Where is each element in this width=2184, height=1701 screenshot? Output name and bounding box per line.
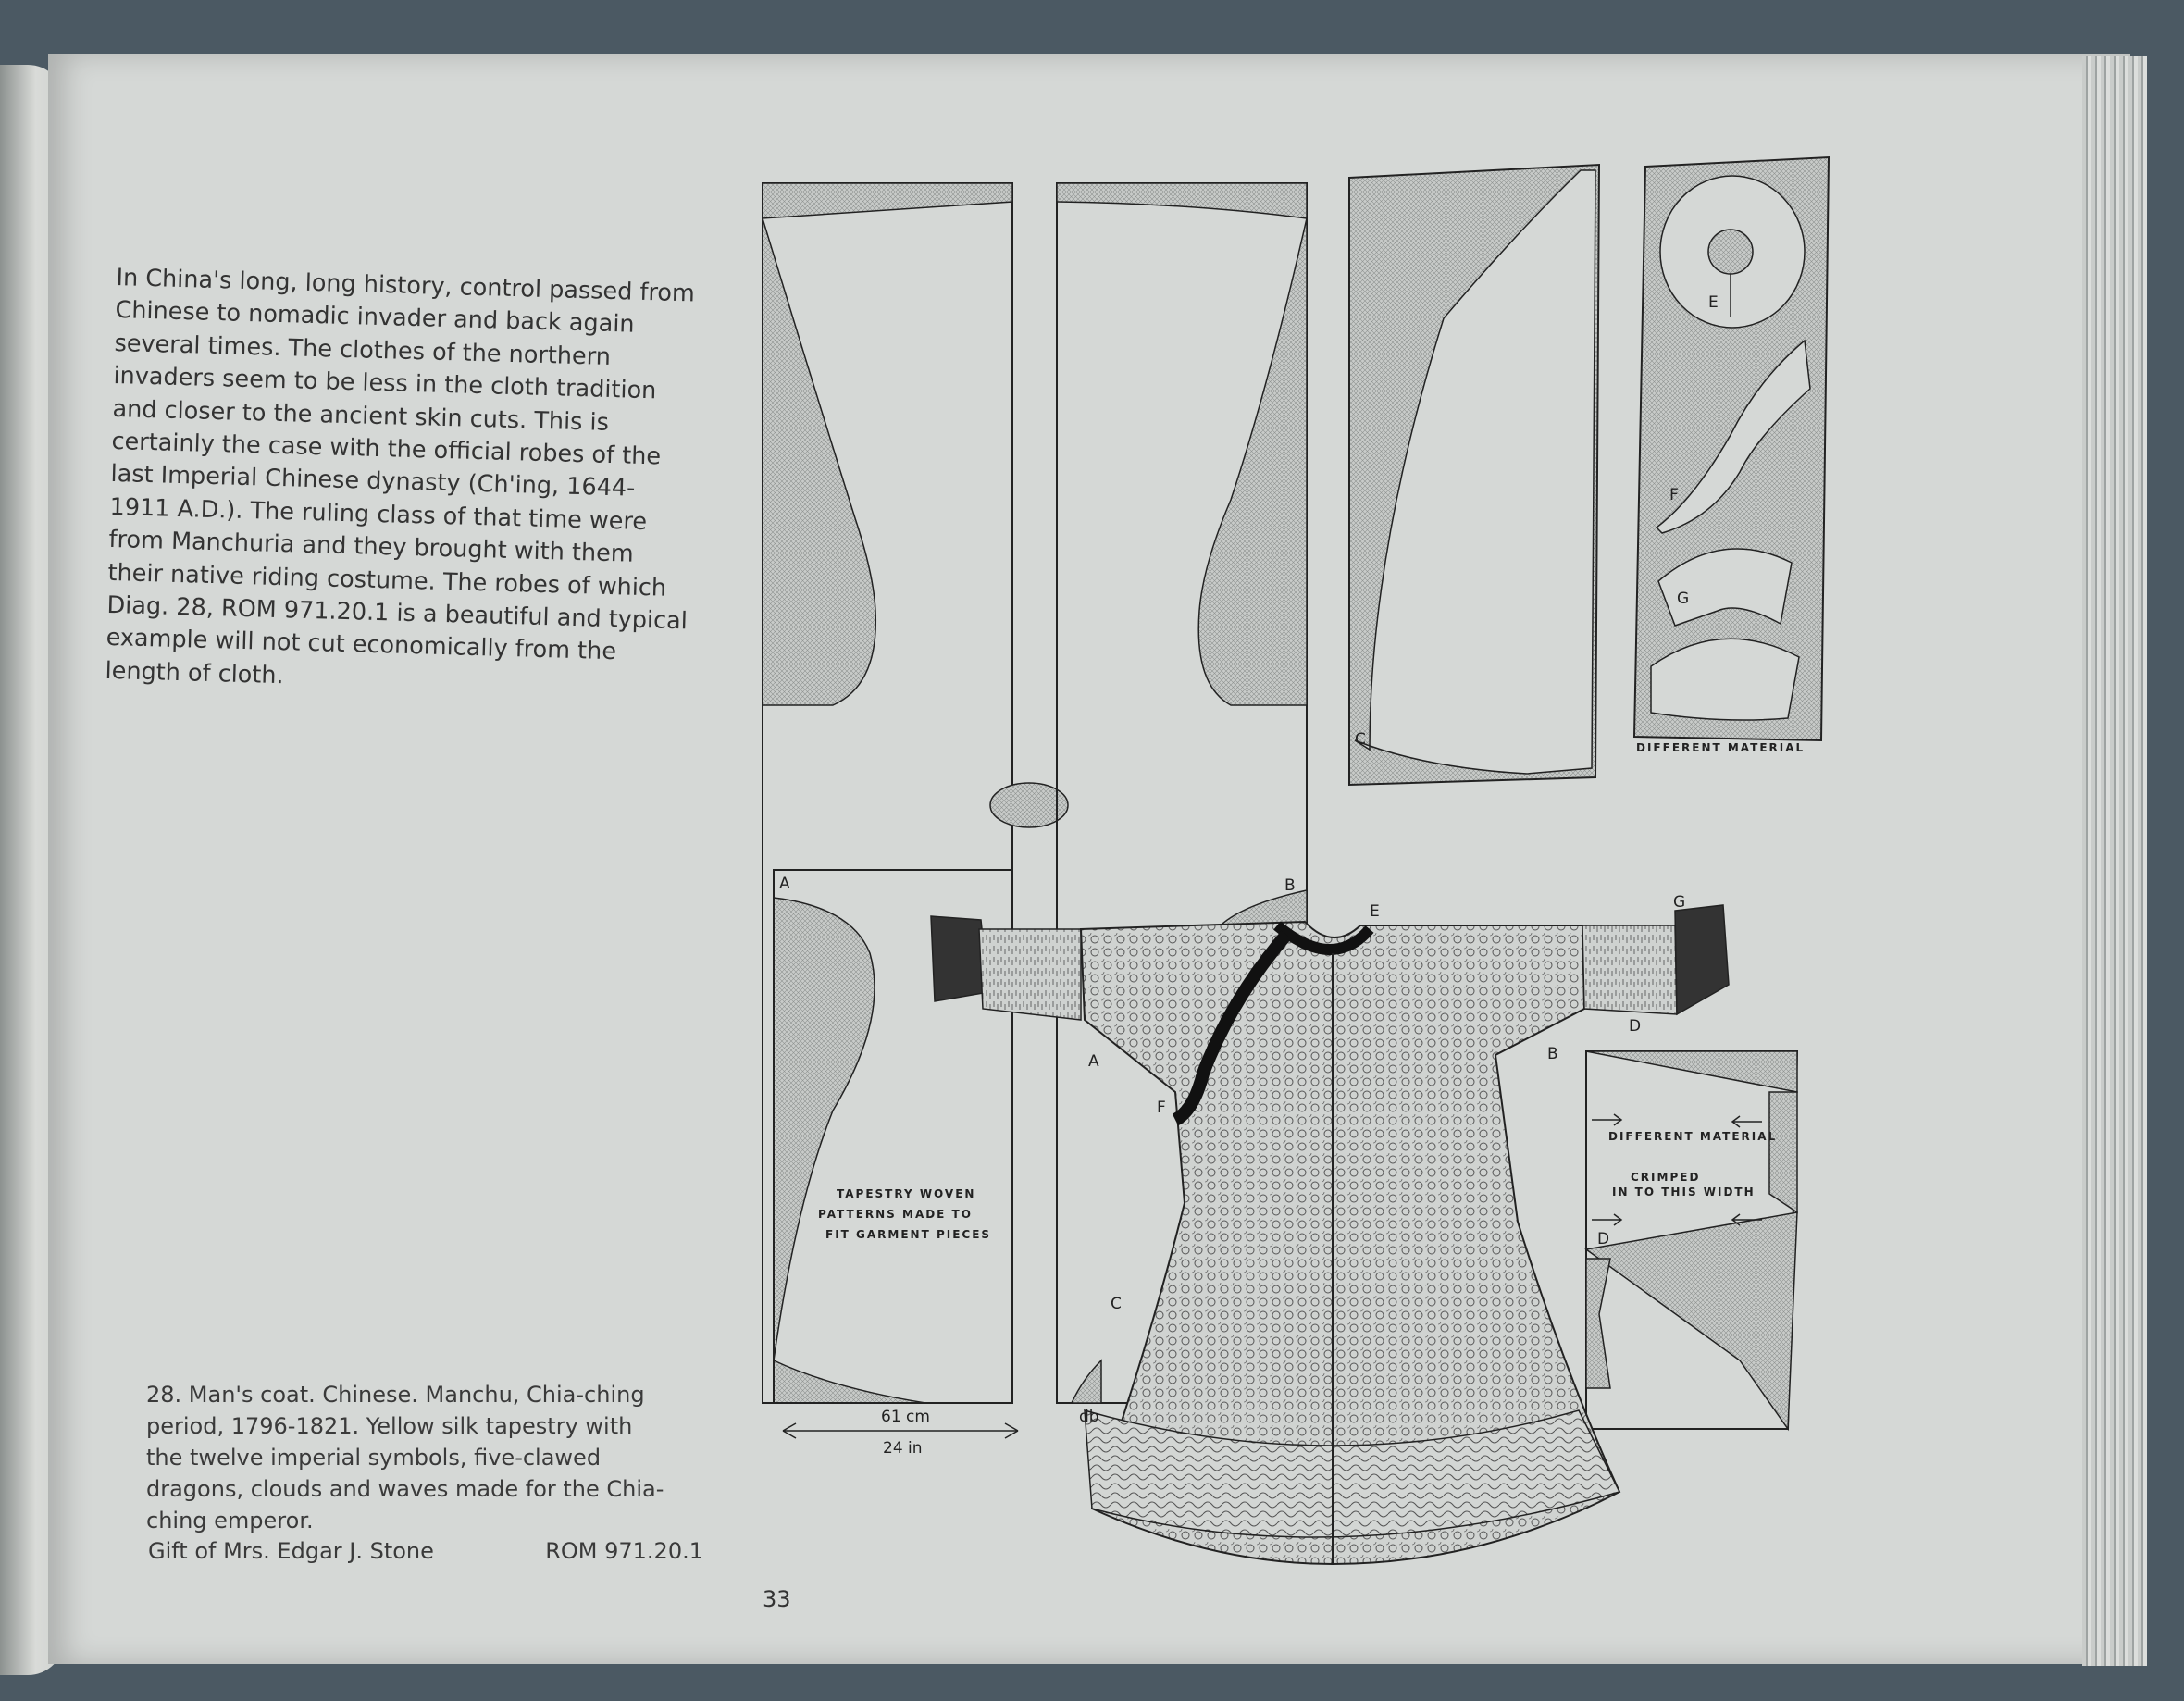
tapestry-note-line-2: PATTERNS MADE TO — [818, 1208, 973, 1221]
label-e: E — [1708, 293, 1719, 312]
dimension-marker — [782, 1422, 1019, 1439]
gift-credit: Gift of Mrs. Edgar J. Stone — [148, 1538, 434, 1564]
crimp-arrows — [1592, 1113, 1762, 1226]
robe-label-c: C — [1111, 1295, 1122, 1313]
robe-label-e: E — [1370, 902, 1380, 921]
robe-label-g: G — [1673, 893, 1685, 912]
crimped-note-line-1: CRIMPED — [1631, 1171, 1700, 1184]
label-g: G — [1677, 590, 1689, 608]
robe-label-b: B — [1547, 1045, 1558, 1063]
robe-label-d: D — [1629, 1017, 1641, 1036]
pattern-piece-c — [1348, 163, 1601, 787]
tapestry-note-line-1: TAPESTRY WOVEN — [837, 1187, 975, 1200]
robe-illustration — [930, 904, 1730, 1566]
right-page-stack — [2082, 56, 2147, 1666]
gift-row: Gift of Mrs. Edgar J. Stone ROM 971.20.1 — [148, 1538, 703, 1564]
catalog-number: ROM 971.20.1 — [545, 1538, 703, 1564]
page-number: 33 — [763, 1586, 791, 1612]
label-a: A — [779, 875, 790, 893]
db-label: db — [1079, 1408, 1099, 1426]
tapestry-note-line-3: FIT GARMENT PIECES — [825, 1228, 991, 1241]
robe-label-a: A — [1088, 1052, 1099, 1071]
robe-label-f: F — [1157, 1099, 1166, 1117]
label-b: B — [1284, 876, 1296, 895]
dimension-cm: 61 cm — [881, 1408, 930, 1426]
pattern-piece-d — [1584, 1050, 1799, 1432]
pattern-strip-a — [762, 182, 1069, 1404]
crimped-note-line-2: IN TO THIS WIDTH — [1612, 1186, 1756, 1198]
different-material-note: DIFFERENT MATERIAL — [1636, 741, 1805, 754]
pattern-strip-b — [1056, 182, 1308, 1404]
label-f: F — [1669, 486, 1679, 504]
label-c: C — [1355, 730, 1366, 749]
different-material-note-2: DIFFERENT MATERIAL — [1608, 1130, 1777, 1143]
label-d: D — [1597, 1230, 1609, 1248]
figure-caption: 28. Man's coat. Chinese. Manchu, Chia-ch… — [146, 1382, 664, 1533]
dimension-in: 24 in — [883, 1439, 923, 1458]
different-material-panel — [1632, 155, 1830, 742]
